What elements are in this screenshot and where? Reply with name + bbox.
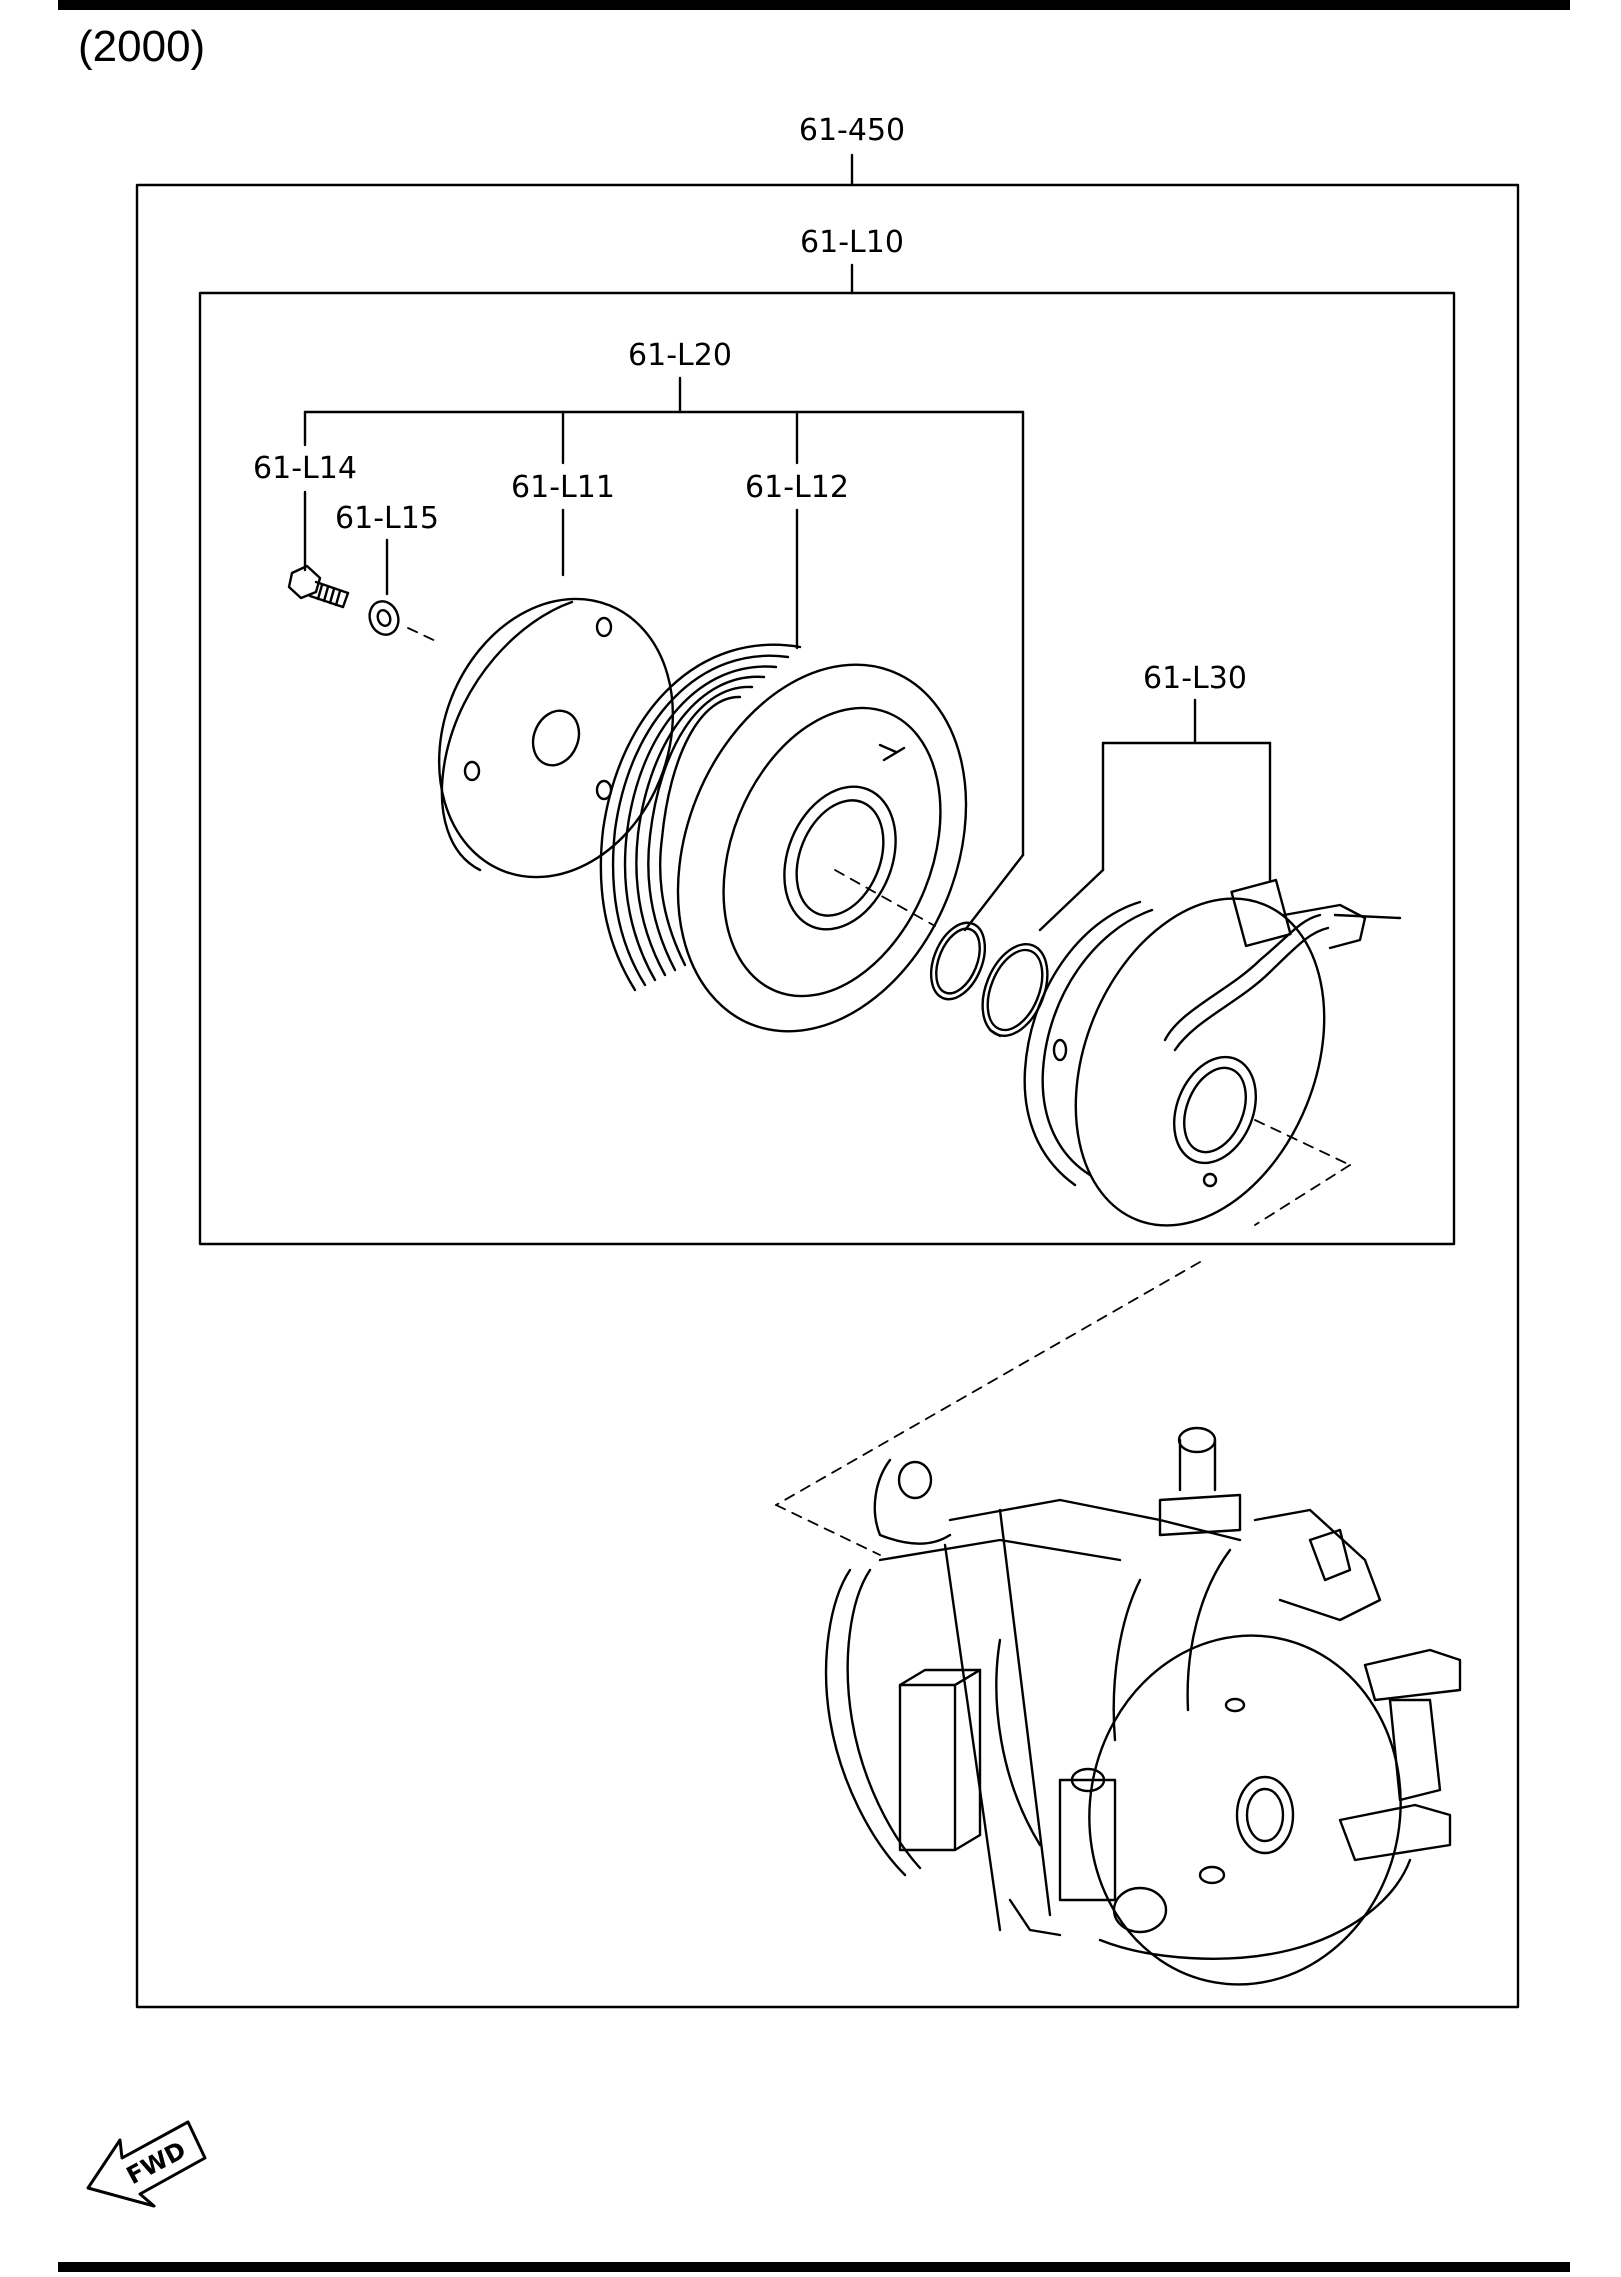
pulley-part [599,643,968,1033]
bolt-part [287,564,350,609]
callout-hub: 61-L11 [511,470,615,505]
alignment-dashes [407,627,1351,1556]
washer-part [368,600,400,636]
compressor-part [824,1426,1462,1986]
callout-bolt: 61-L14 [253,451,357,486]
field-coil-bracket [1038,698,1272,932]
fwd-arrow-icon: FWD [86,2120,207,2208]
callout-washer: 61-L15 [335,501,439,536]
snap-ring-part [929,921,987,1001]
assembly-frame [135,183,1520,2009]
callout-pulley: 61-L12 [745,470,849,505]
page-label: (2000) [78,22,206,71]
bottom-rule [58,2262,1570,2272]
field-coil-part [1023,878,1402,1227]
callout-compressor-set: 61-L10 [800,225,904,260]
callout-field-coil: 61-L30 [1143,661,1247,696]
compressor-set-frame [198,291,1456,1246]
callout-clutch-set: 61-L20 [628,338,732,373]
top-rule [58,0,1570,10]
hub-plate-part [437,597,675,879]
callout-assembly: 61-450 [799,113,905,148]
clutch-set-bracket [303,376,1025,932]
